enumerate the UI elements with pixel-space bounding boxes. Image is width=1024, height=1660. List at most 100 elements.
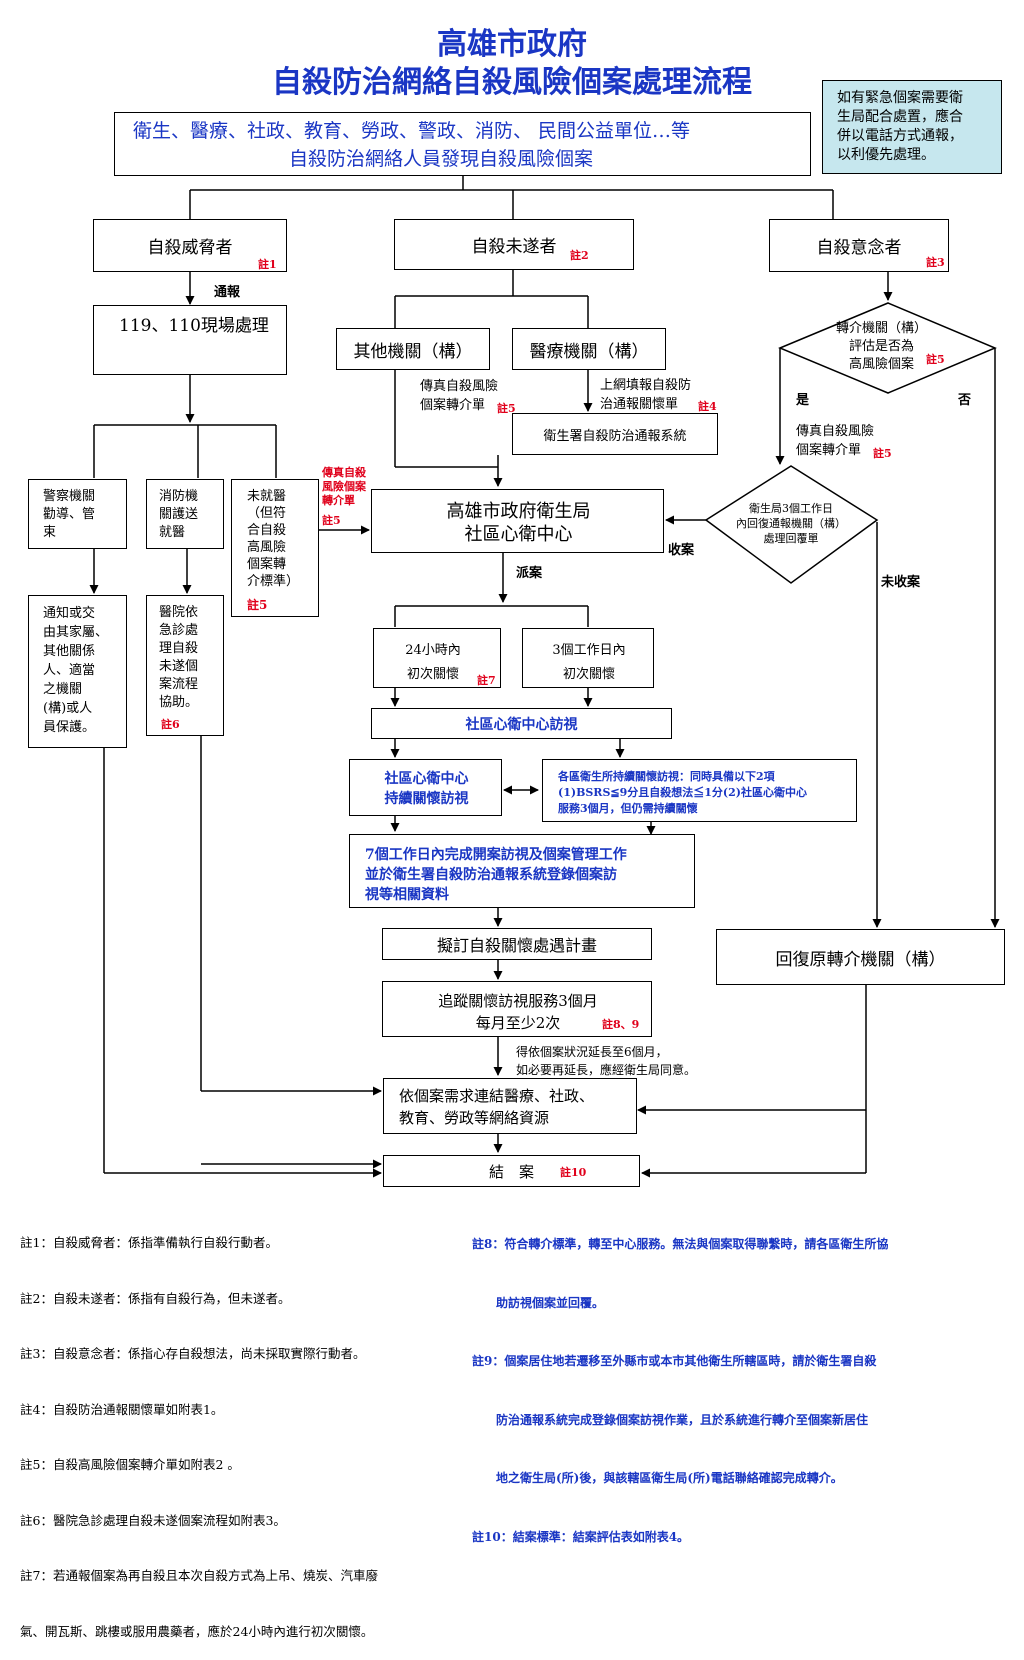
police-box: 警察機關 勸導、管 束 [28, 479, 127, 549]
discovery-line1: 衛生、醫療、社政、教育、勞政、警政、消防、 民間公益單位…等 [133, 120, 691, 142]
note-line: 地之衛生局(所)後，與該轄區衛生局(所)電話聯絡確認完成轉介。 [472, 1471, 843, 1485]
discovery-line2: 自殺防治網絡人員發現自殺風險個案 [289, 148, 594, 170]
onsite-box: 119、110現場處理 [93, 305, 287, 375]
d3-box: 3個工作日內 初次關懷 [522, 628, 654, 688]
ideation-box: 自殺意念者 [769, 219, 949, 272]
no-medical-box: 未就醫 （但符 合自殺 高風險 個案轉 介標準） [231, 479, 319, 617]
note-line: 氣、開瓦斯、跳樓或服用農藥者，應於24小時內進行初次關懷。 [20, 1623, 374, 1639]
fire-box: 消防機 關護送 就醫 [146, 479, 224, 549]
note-line: 註2：自殺未遂者：係指有自殺行為，但未遂者。 [20, 1290, 291, 1306]
mohw-system-box: 衛生署自殺防治通報系統 [512, 413, 718, 455]
h24-label: 24小時內 初次關懷 [405, 643, 461, 682]
note-line: 助訪視個案並回覆。 [472, 1295, 605, 1310]
fire-label: 消防機 關護送 就醫 [159, 489, 199, 540]
medical-org-label: 醫療機關（構） [529, 341, 649, 362]
continue-visit-box: 社區心衛中心 持續關懷訪視 [349, 759, 502, 816]
page-title: 高雄市政府 [437, 27, 587, 62]
resources-label: 依個案需求連結醫療、社政、 教育、勞政等網絡資源 [399, 1087, 595, 1127]
yes-label: 是 [796, 393, 810, 408]
police-next-box: 通知或交 由其家屬、 其他關係 人、適當 之機關 (構)或人 員保護。 [28, 595, 127, 748]
track-box: 追蹤關懷訪視服務3個月 每月至少2次 [382, 981, 652, 1037]
threat-box: 自殺威脅者 [93, 219, 287, 272]
other-org-box: 其他機關（構） [336, 328, 490, 370]
not-accepted-label: 未收案 [881, 575, 921, 590]
seven-day-box: 7個工作日內完成開案訪視及個案管理工作 並於衛生署自殺防治通報系統登錄個案訪 視… [349, 834, 695, 908]
dispatch-label: 派案 [516, 566, 543, 581]
return-box: 回復原轉介機關（構） [716, 929, 1005, 985]
medical-org-box: 醫療機關（構） [512, 328, 666, 370]
extend-label: 得依個案狀況延長至6個月， 如必要再延長，應經衛生局同意。 [516, 1045, 697, 1077]
threat-label: 自殺威脅者 [147, 238, 233, 258]
hospital-note: 註6 [161, 718, 180, 731]
note-line: 註3：自殺意念者：係指心存自殺想法，尚未採取實際行動者。 [20, 1346, 366, 1361]
attempt-label: 自殺未遂者 [471, 237, 557, 257]
flow-connectors [89, 175, 1000, 1178]
fax-label-left-note: 註5 [322, 514, 341, 527]
note-line: 註9：個案居住地若遷移至外縣市或本市其他衛生所轄區時，請於衛生署自殺 [472, 1354, 877, 1368]
center-label: 高雄市政府衛生局 社區心衛中心 [446, 501, 591, 545]
note-line: 註7：若通報個案為再自殺且本次自殺方式為上吊、燒炭、汽車廢 [20, 1568, 378, 1583]
no-medical-note: 註5 [247, 598, 268, 612]
track-label: 追蹤關懷訪視服務3個月 每月至少2次 [438, 992, 598, 1032]
urgent-note-box: 如有緊急個案需要衛 生局配合處置，應合 併以電話方式通報， 以利優先處理。 [822, 80, 1002, 174]
assess-diamond-shape [778, 302, 997, 394]
continue-visit-label: 社區心衛中心 持續關懷訪視 [384, 771, 469, 807]
plan-box: 擬訂自殺關懷處遇計畫 [382, 928, 652, 960]
h24-box: 24小時內 初次關懷 [373, 628, 501, 688]
note-line: 防治通報系統完成登錄個案訪視作業，且於系統進行轉介至個案新居住 [472, 1412, 869, 1427]
assess-note: 註5 [926, 353, 945, 366]
district-box: 各區衛生所持續關懷訪視：同時具備以下2項 (1)BSRS≦9分且自殺想法≦1分(… [542, 759, 857, 822]
online-report-label: 上網填報自殺防 治通報關懷單 [600, 378, 692, 412]
fax-right-note: 註5 [873, 447, 892, 460]
online-report-note: 註4 [698, 400, 717, 413]
threat-note: 註1 [258, 258, 277, 271]
close-note: 註10 [560, 1166, 587, 1179]
close-label: 結 案 [488, 1162, 534, 1181]
no-medical-label: 未就醫 （但符 合自殺 高風險 個案轉 介標準） [247, 489, 300, 589]
note-line: 註5：自殺高風險個案轉介單如附表2 。 [20, 1457, 240, 1472]
track-note: 註8、9 [602, 1018, 640, 1031]
assess-label: 轉介機關（構） 評估是否為 高風險個案 [836, 321, 928, 372]
note-line: 註1：自殺威脅者：係指準備執行自殺行動者。 [20, 1235, 278, 1250]
notes-right: 註8：符合轉介標準，轉至中心服務。無法與個案取得聯繫時，請各區衛生所協 助訪視個… [472, 1196, 888, 1567]
notes-left: 註1：自殺威脅者：係指準備執行自殺行動者。 註2：自殺未遂者：係指有自殺行為，但… [20, 1197, 378, 1660]
resources-box: 依個案需求連結醫療、社政、 教育、勞政等網絡資源 [383, 1078, 637, 1134]
police-next-label: 通知或交 由其家屬、 其他關係 人、適當 之機關 (構)或人 員保護。 [43, 606, 109, 735]
police-label: 警察機關 勸導、管 束 [43, 489, 96, 540]
plan-label: 擬訂自殺關懷處遇計畫 [436, 936, 597, 955]
accepted-label: 收案 [668, 543, 695, 558]
reply-diamond-shape [704, 465, 879, 584]
visit-label: 社區心衛中心訪視 [465, 716, 578, 733]
note-line: 註6：醫院急診處理自殺未遂個案流程如附表3。 [20, 1512, 286, 1528]
no-label: 否 [958, 393, 972, 408]
mohw-system-label: 衛生署自殺防治通報系統 [543, 428, 687, 444]
reply-label: 衛生局3個工作日 內回復通報機關（構） 處理回覆單 [736, 502, 846, 545]
hospital-box: 醫院依 急診處 理自殺 未遂個 案流程 協助。 [146, 595, 224, 736]
onsite-label: 119、110現場處理 [119, 316, 269, 336]
ideation-label: 自殺意念者 [816, 238, 902, 258]
ideation-note: 註3 [926, 256, 945, 269]
h24-note: 註7 [477, 674, 496, 687]
hospital-label: 醫院依 急診處 理自殺 未遂個 案流程 協助。 [159, 605, 199, 710]
close-box: 結 案 [383, 1155, 640, 1187]
visit-box: 社區心衛中心訪視 [371, 708, 672, 739]
fax-referral-note: 註5 [497, 402, 516, 415]
attempt-box: 自殺未遂者 [394, 219, 634, 270]
note-line: 註4：自殺防治通報關懷單如附表1。 [20, 1401, 224, 1417]
attempt-note: 註2 [570, 249, 589, 262]
notify-label: 通報 [214, 285, 241, 300]
other-org-label: 其他機關（構） [353, 341, 473, 362]
fax-right-label: 傳真自殺風險 個案轉介單 [796, 424, 875, 458]
discovery-box: 衛生、醫療、社政、教育、勞政、警政、消防、 民間公益單位…等 自殺防治網絡人員發… [114, 112, 811, 176]
fax-referral-label: 傳真自殺風險 個案轉介單 [420, 379, 499, 413]
page-subtitle: 自殺防治網絡自殺風險個案處理流程 [272, 65, 752, 100]
d3-label: 3個工作日內 初次關懷 [552, 643, 626, 682]
seven-day-label: 7個工作日內完成開案訪視及個案管理工作 並於衛生署自殺防治通報系統登錄個案訪 視… [365, 847, 627, 903]
urgent-note-text: 如有緊急個案需要衛 生局配合處置，應合 併以電話方式通報， 以利優先處理。 [837, 90, 963, 163]
note-line: 註10：結案標準：結案評估表如附表4。 [472, 1529, 690, 1544]
district-label: 各區衛生所持續關懷訪視：同時具備以下2項 (1)BSRS≦9分且自殺想法≦1分(… [558, 770, 807, 815]
note-line: 註8：符合轉介標準，轉至中心服務。無法與個案取得聯繫時，請各區衛生所協 [472, 1237, 889, 1251]
return-label: 回復原轉介機關（構） [775, 949, 946, 970]
fax-label-left: 傳真自殺 風險個案 轉介單 [322, 466, 366, 507]
center-box: 高雄市政府衛生局 社區心衛中心 [371, 489, 664, 553]
